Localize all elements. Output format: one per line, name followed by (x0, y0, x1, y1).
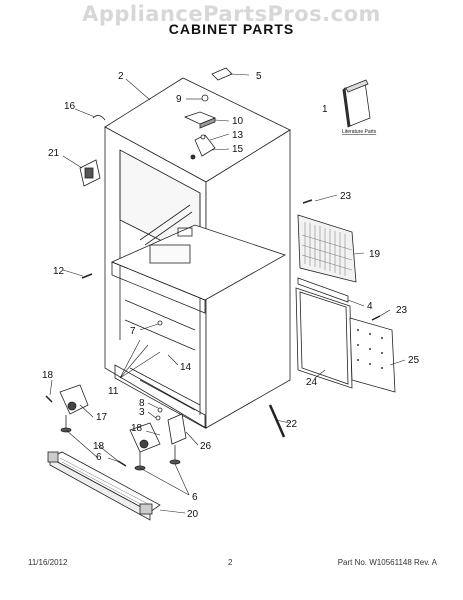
machine-compartment-cover (297, 214, 357, 283)
callout-10: 10 (232, 116, 244, 127)
callout-24: 24 (306, 377, 318, 388)
callout-16: 16 (64, 101, 76, 112)
callout-17: 17 (96, 412, 108, 423)
callout-9: 9 (176, 94, 182, 105)
wire-harness (92, 115, 106, 121)
callout-25: 25 (408, 355, 420, 366)
insulation-panel (295, 287, 353, 389)
callout-26: 26 (200, 441, 212, 452)
front-roller-right (129, 422, 181, 471)
control-module (79, 159, 101, 187)
cabinet-body (104, 77, 291, 429)
callout-23b: 23 (396, 305, 408, 316)
callout-11: 11 (108, 386, 119, 397)
callout-7: 7 (130, 326, 136, 337)
top-cap-part (211, 67, 233, 81)
callout-2: 2 (118, 71, 124, 82)
diagram-title: CABINET PARTS (168, 21, 295, 37)
footer-part-number: Part No. W10561148 Rev. A (337, 558, 437, 567)
callout-8: 8 (139, 398, 145, 409)
panel-part (297, 277, 349, 303)
callout-23a: 23 (340, 191, 352, 202)
callout-4: 4 (367, 301, 373, 312)
leader-lines (49, 73, 406, 514)
callout-18b: 18 (131, 423, 143, 434)
callout-6b: 6 (192, 492, 198, 503)
callout-19: 19 (369, 249, 381, 260)
literature-parts-label: Literature Parts (342, 129, 377, 135)
callout-12: 12 (53, 266, 65, 277)
callout-18c: 18 (93, 441, 105, 452)
literature-parts (342, 79, 371, 128)
callout-15: 15 (232, 144, 244, 155)
rear-access-cover (349, 317, 396, 393)
callout-6a: 6 (96, 452, 102, 463)
screws (45, 199, 381, 467)
callout-22: 22 (286, 419, 298, 430)
callout-5: 5 (256, 71, 262, 82)
footer-page-number: 2 (228, 558, 233, 567)
callout-18a: 18 (42, 370, 54, 381)
top-hinge-assembly (183, 94, 217, 160)
bracket-part (167, 413, 187, 445)
callout-13: 13 (232, 130, 244, 141)
callout-20: 20 (187, 509, 199, 520)
front-roller-left (59, 384, 89, 433)
watermark: AppliancePartsPros.com (82, 2, 381, 26)
callout-1: 1 (322, 104, 328, 115)
base-grille (47, 451, 161, 521)
callout-14: 14 (180, 362, 192, 373)
callout-21: 21 (48, 148, 60, 159)
callout-3: 3 (139, 407, 145, 418)
footer-date: 11/16/2012 (28, 558, 68, 567)
drain-tube (268, 404, 286, 438)
